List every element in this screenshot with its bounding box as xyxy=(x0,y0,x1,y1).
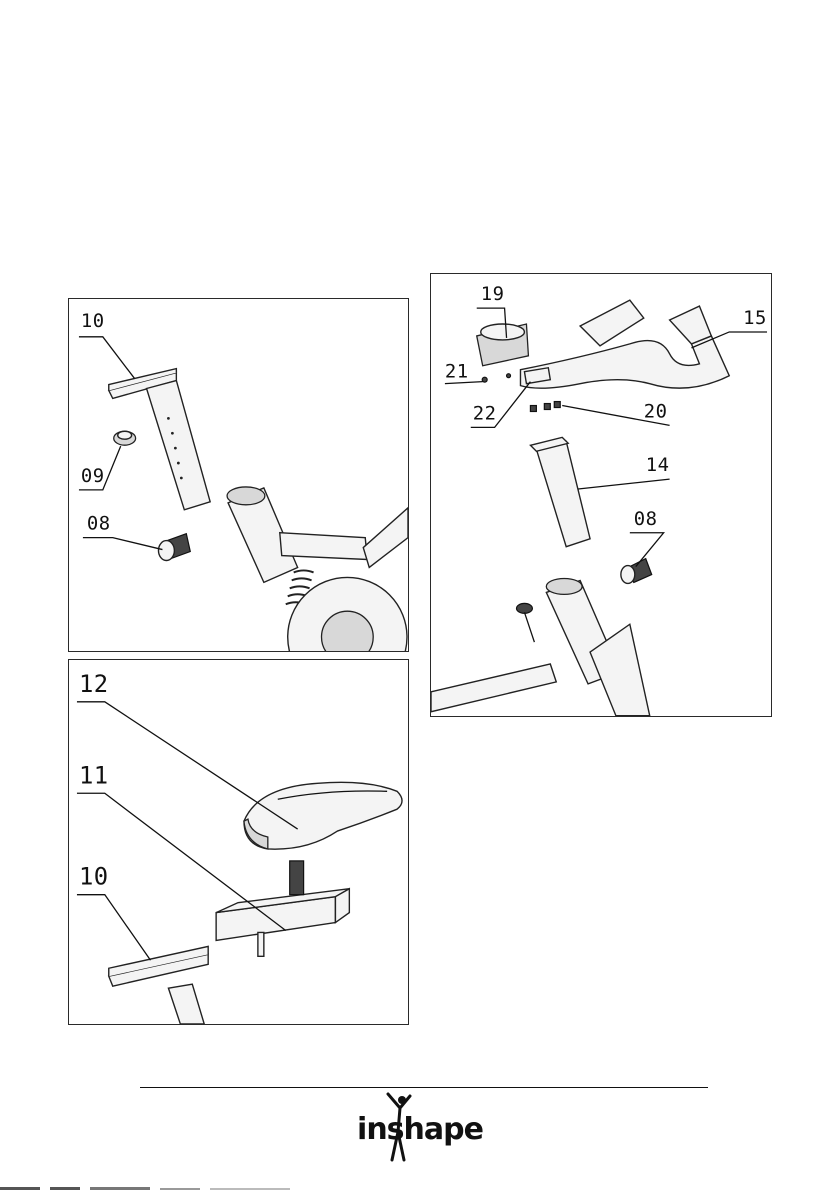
part-label-20: 20 xyxy=(644,400,668,422)
handlebar-post-part xyxy=(536,441,590,546)
brand-logo: inshape xyxy=(350,1092,490,1162)
diagram-panel-saddle: 12 11 10 xyxy=(68,659,409,1025)
part-label-21: 21 xyxy=(445,361,469,383)
part-label-08b: 08 xyxy=(634,508,658,530)
part-label-11: 11 xyxy=(79,761,109,789)
part-label-12: 12 xyxy=(79,670,109,698)
handlebar-part xyxy=(520,336,729,388)
part-label-10: 10 xyxy=(81,310,105,332)
diagram-panel-handlebar: 19 15 21 22 20 14 08 xyxy=(430,273,772,717)
seat-post-diagram: 10 09 08 xyxy=(69,299,408,651)
brand-text-in: in xyxy=(357,1112,387,1147)
footer-divider xyxy=(140,1087,708,1088)
part-label-09: 09 xyxy=(81,465,105,487)
frame-top-tube xyxy=(280,533,367,560)
part-label-15: 15 xyxy=(743,307,767,329)
diagram-panel-seat-post: 10 09 08 xyxy=(68,298,409,652)
threaded-bolt-part xyxy=(290,861,304,895)
handlebar-diagram: 19 15 21 22 20 14 08 xyxy=(431,274,771,716)
seat-post-tube-part xyxy=(147,381,211,510)
brand-wordmark: inshape xyxy=(350,1112,490,1147)
part-label-14: 14 xyxy=(646,454,670,476)
footer-scan-artifact xyxy=(0,1186,320,1192)
silhouette-figure-icon xyxy=(384,1092,414,1162)
saddle-diagram: 12 11 10 xyxy=(69,660,408,1024)
part-label-22: 22 xyxy=(473,402,497,424)
part-label-08: 08 xyxy=(87,513,111,535)
part-label-10b: 10 xyxy=(79,863,109,891)
part-label-19: 19 xyxy=(481,283,505,305)
